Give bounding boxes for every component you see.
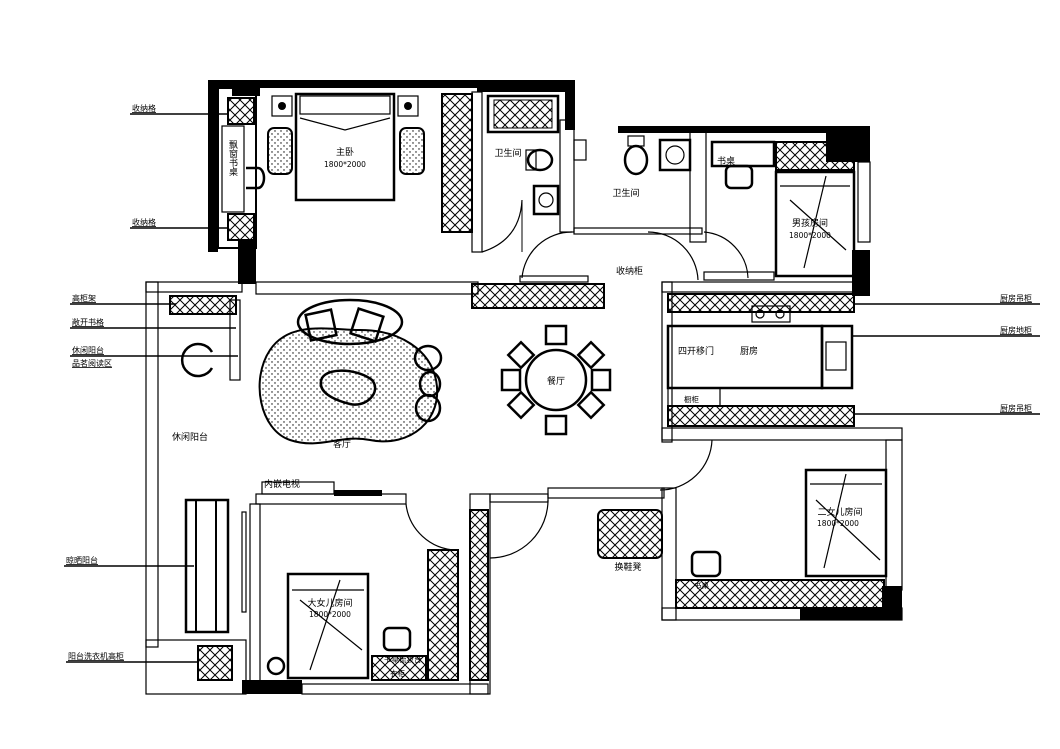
outer-walls [145,80,903,695]
callout-storage-mid: 收纳格 [132,217,156,227]
callout-open-shelf: 敞开书格 [72,317,104,327]
younger-daughter-name: 二女儿房间 [817,506,862,518]
drying-rack [184,498,247,634]
callout-leisure-balcony: 休闲阳台 [72,345,104,355]
callout-drying-balcony: 晾晒阳台 [66,555,98,565]
labels: 主卧 1800*2000 飘窗书桌 卫生间 卫生间 书桌 男孩房间 1800*2… [172,140,863,678]
elder-daughter-cab-label: 衣柜 [390,668,405,678]
callout-kitchen-wall-2: 厨房吊柜 [1000,403,1032,413]
dining-room-label: 餐厅 [547,375,565,387]
callout-storage-top: 收纳格 [132,103,156,113]
callout-texts: 收纳格 收纳格 高柜架 敞开书格 休闲阳台 品茗阅读区 晾晒阳台 阳台洗衣机高柜… [66,103,1032,661]
kitchen [666,305,854,407]
elder-daughter-desk-label: 书桌梳妆台 [384,654,422,664]
kitchen-label: 厨房 [740,345,758,357]
callout-washer-cab: 阳台洗衣机高柜 [68,651,124,661]
callout-kitchen-wall-1: 厨房吊柜 [1000,293,1032,303]
boy-room-name: 男孩房间 [792,217,828,229]
master-bedroom-size: 1800*2000 [324,160,366,169]
younger-daughter-room [690,468,888,578]
boy-desk-label: 书桌 [717,155,735,167]
shoe-stool-label: 换鞋凳 [614,561,641,573]
younger-desk-label: 书桌 [694,580,709,590]
callout-tall-cab: 高柜架 [72,293,96,303]
door-swings [405,199,749,559]
boy-room [710,140,856,278]
tv-cabinet [261,481,335,495]
bath-fixtures [486,94,692,216]
tv-label: 内嵌电视 [264,478,300,490]
callout-lines [64,113,1040,663]
living-room-furniture [258,298,443,445]
living-room-label: 客厅 [333,438,351,450]
leisure-balcony-label: 休闲阳台 [172,431,208,443]
younger-daughter-size: 1800*2000 [817,519,859,528]
elder-daughter-name: 大女儿房间 [307,597,352,609]
cabinets [169,93,885,681]
bathroom-1-label: 卫生间 [494,147,521,159]
bay-window-desk-label: 飘窗书桌 [227,140,238,177]
callout-tea-area: 品茗阅读区 [72,358,112,368]
dining-table [500,324,612,436]
kitchen-floor-cab-label: 橱柜 [684,394,699,404]
tv-icon [334,490,382,496]
master-bed [267,92,425,202]
elder-daughter-room [266,572,412,680]
elder-daughter-size: 1800*2000 [309,610,351,619]
bathroom-2-label: 卫生间 [612,187,639,199]
storage-cabinet-label: 收纳柜 [616,265,643,277]
bay-desk-chair-icon [246,166,266,190]
tea-chair-icon [180,342,214,378]
callout-kitchen-floor: 厨房地柜 [1000,325,1032,335]
shoe-stool [597,509,663,559]
master-bedroom-name: 主卧 [336,146,354,158]
boy-room-size: 1800*2000 [789,231,831,240]
bay-window-desk [221,125,245,213]
kitchen-door-label: 四开移门 [678,345,714,357]
